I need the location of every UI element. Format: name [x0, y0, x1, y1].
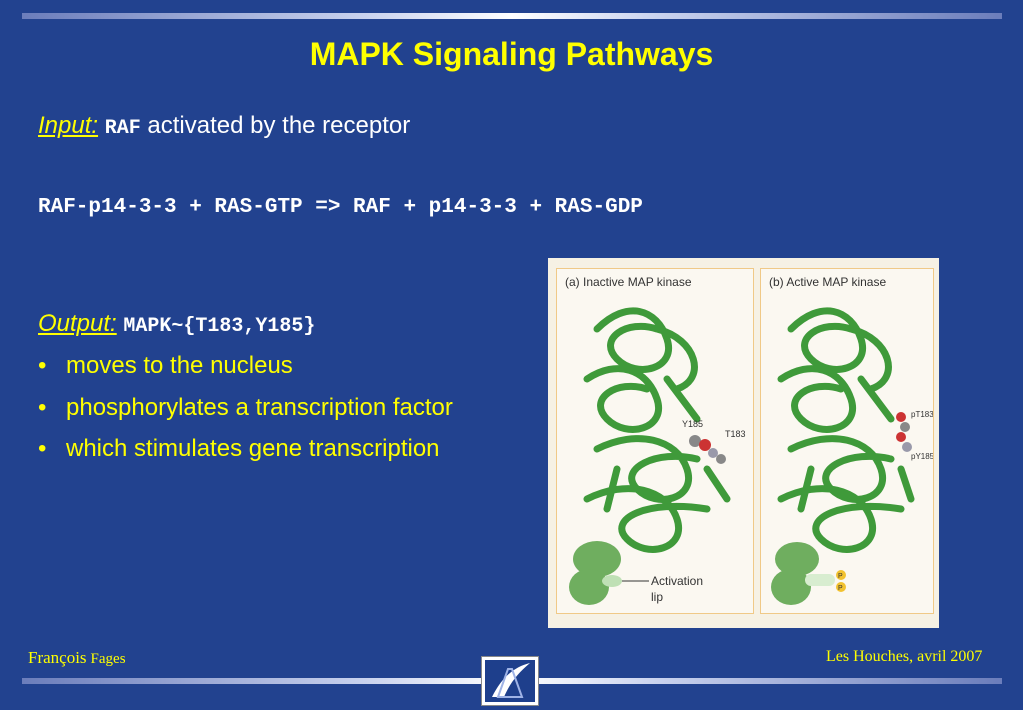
active-panel: (b) Active MAP kinase pT183 pY185 [760, 268, 935, 614]
top-divider [22, 13, 1002, 19]
activation-lip-phosphorylated-schematic [771, 542, 846, 605]
activation-lip-label-line2: lip [651, 590, 663, 604]
output-line: Output: MAPK~{T183,Y185} [38, 310, 315, 338]
label-py185: pY185 [911, 452, 933, 461]
input-line: Input: RAF activated by the receptor [38, 112, 410, 140]
map-kinase-figure: (a) Inactive MAP kinase Y185 T183 [548, 258, 939, 628]
output-molecule: MAPK~{T183,Y185} [123, 315, 316, 338]
footer-author: François Fages [28, 648, 126, 668]
label-t183: T183 [725, 429, 746, 439]
activation-lip-schematic [569, 541, 649, 605]
output-label: Output: [38, 310, 117, 337]
label-pt183: pT183 [911, 410, 933, 419]
author-first-name: François [28, 648, 87, 667]
reaction-equation: RAF-p14-3-3 + RAS-GTP => RAF + p14-3-3 +… [38, 196, 643, 219]
label-y185: Y185 [682, 419, 703, 429]
activation-lip-label-line1: Activation [651, 574, 703, 588]
institution-logo [481, 656, 539, 706]
bullet-item: •which stimulates gene transcription [38, 435, 440, 462]
panel-b-title: (b) Active MAP kinase [769, 275, 887, 289]
input-text: activated by the receptor [147, 112, 411, 139]
author-last-name: Fages [90, 651, 126, 667]
panel-a-title: (a) Inactive MAP kinase [565, 275, 692, 289]
bullet-item: •phosphorylates a transcription factor [38, 394, 453, 421]
slide-title: MAPK Signaling Pathways [309, 36, 714, 72]
inactive-panel: (a) Inactive MAP kinase Y185 T183 [556, 268, 754, 614]
input-label: Input: [38, 112, 99, 139]
phospho-label: P [838, 585, 843, 592]
bullet-item: •moves to the nucleus [38, 352, 293, 379]
footer-venue: Les Houches, avril 2007 [826, 648, 983, 665]
inactive-protein-structure: Y185 T183 Activation lip [569, 307, 746, 605]
input-molecule: RAF [104, 117, 141, 140]
active-protein-structure: pT183 pY185 P P [771, 307, 935, 605]
phospho-label: P [838, 573, 843, 580]
